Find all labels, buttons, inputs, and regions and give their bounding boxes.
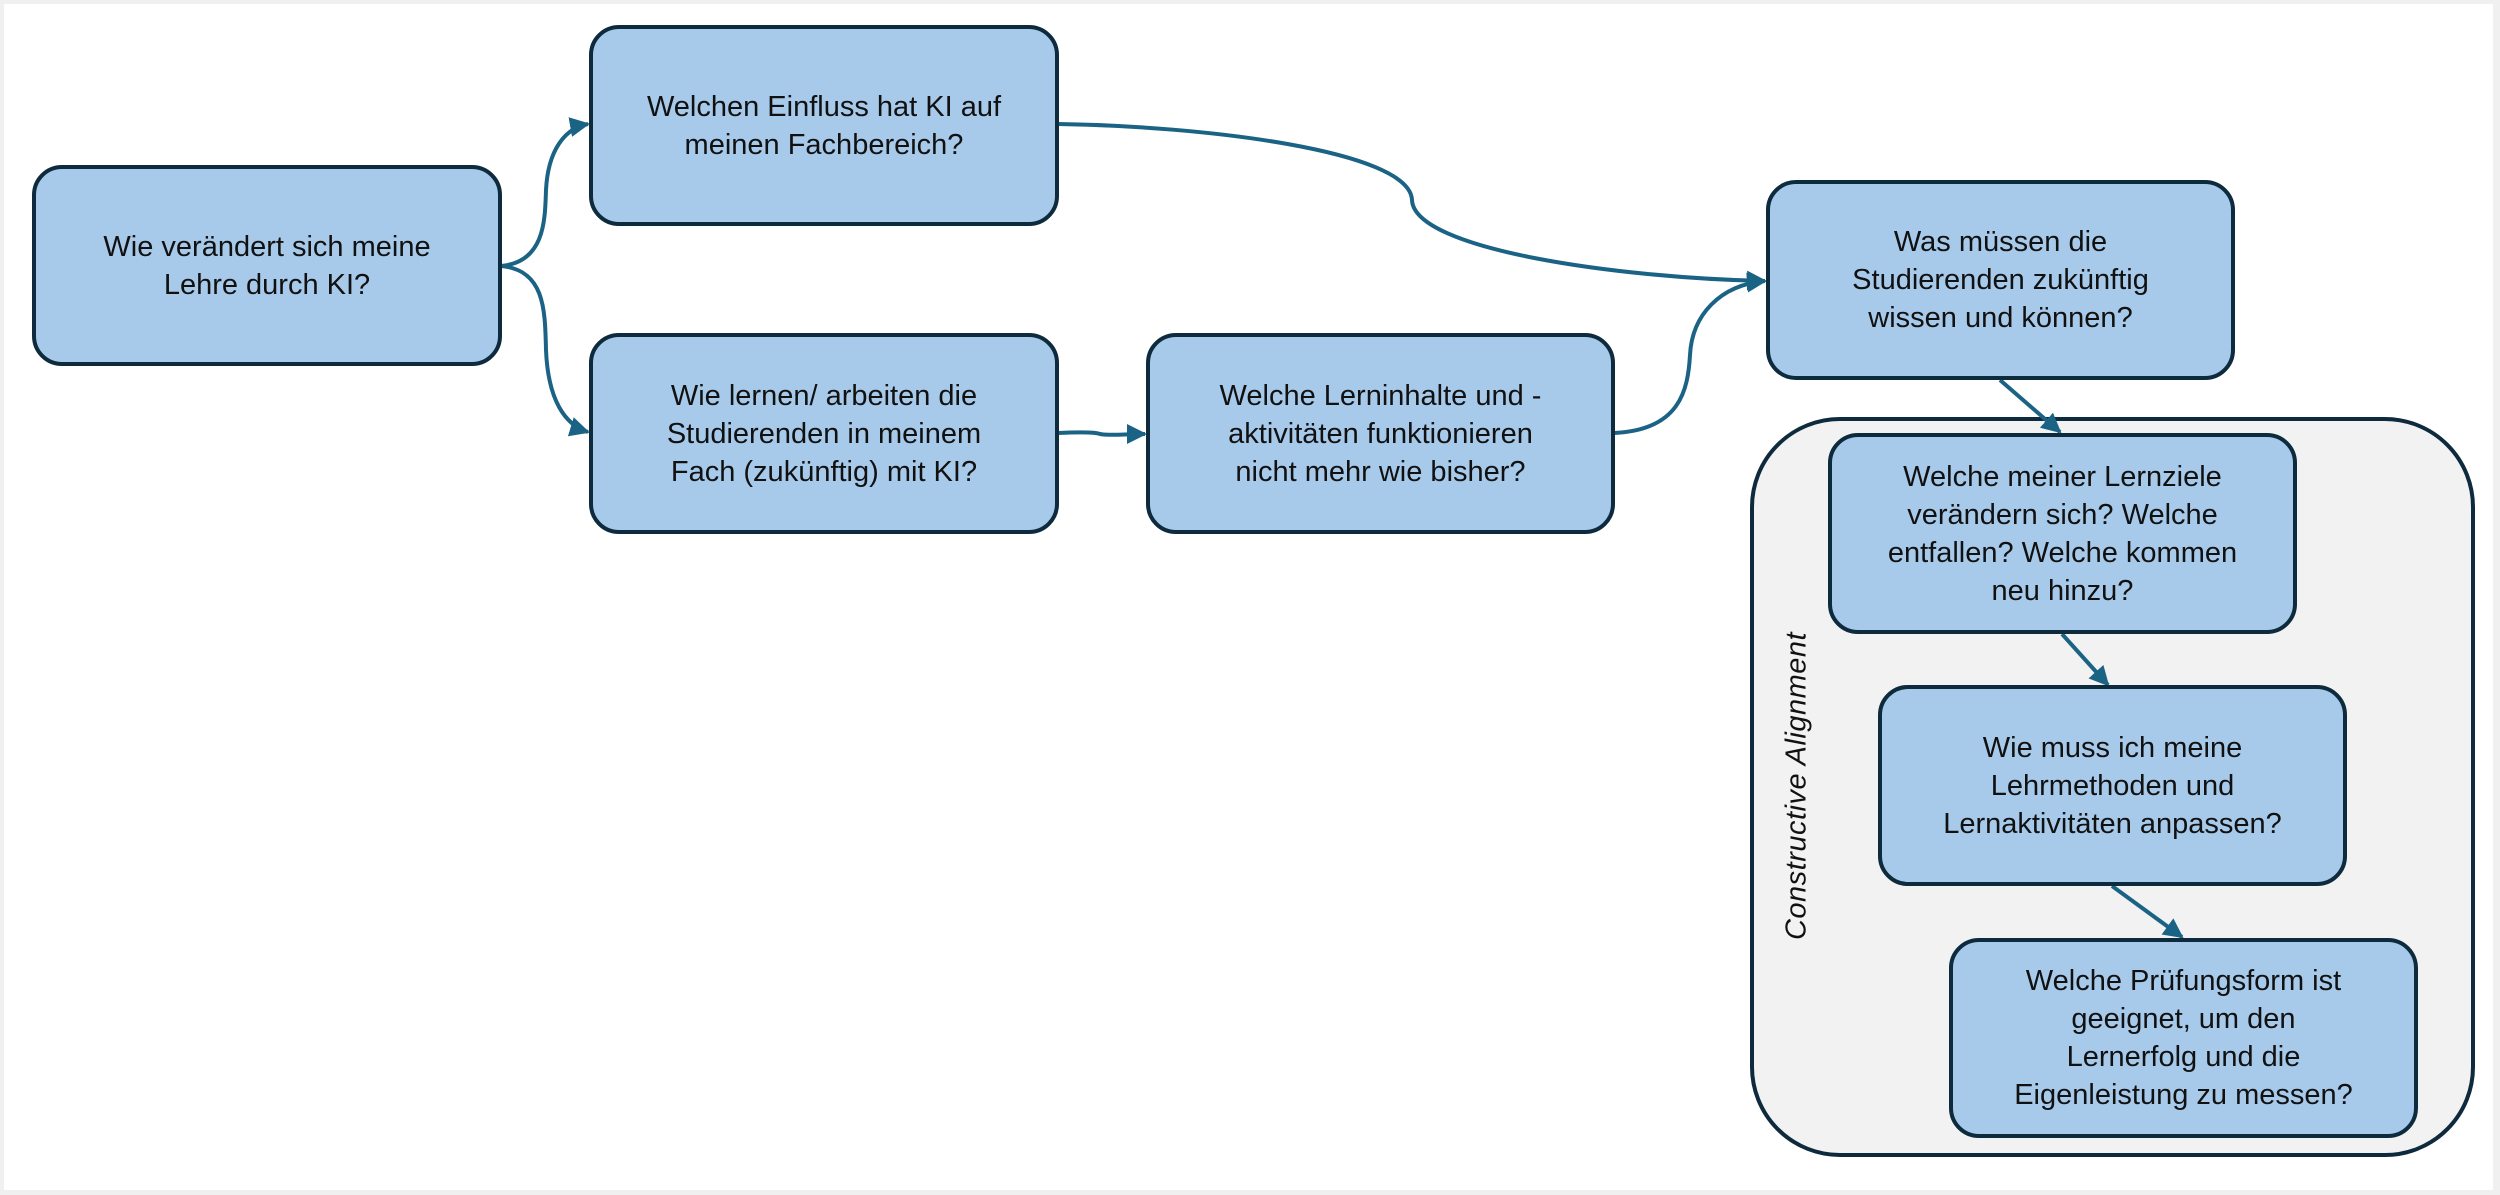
node-text: Wie verändert sich meine Lehre durch KI? [103, 230, 431, 301]
node-einfluss-fachbereich[interactable]: Welchen Einfluss hat KI auf meinen Fachb… [589, 25, 1059, 226]
node-lernziele[interactable]: Welche meiner Lernziele verändern sich? … [1828, 433, 2297, 634]
node-studierende-lernen[interactable]: Wie lernen/ arbeiten die Studierenden in… [589, 333, 1059, 534]
node-text: Welche Prüfungsform ist geeignet, um den… [2014, 965, 2353, 1111]
node-text: Wie muss ich meine Lehrmethoden und Lern… [1943, 731, 2282, 840]
node-text: Welche meiner Lernziele verändern sich? … [1887, 460, 2238, 607]
node-text: Welche Lerninhalte und - aktivitäten fun… [1219, 379, 1542, 488]
node-text: Wie lernen/ arbeiten die Studierenden in… [666, 379, 982, 488]
node-text: Was müssen die Studierenden zukünftig wi… [1852, 226, 2149, 334]
node-lehre-durch-ki[interactable]: Wie verändert sich meine Lehre durch KI? [32, 165, 502, 366]
node-lerninhalte[interactable]: Welche Lerninhalte und - aktivitäten fun… [1146, 333, 1615, 534]
node-text: Welchen Einfluss hat KI auf meinen Fachb… [646, 90, 1002, 161]
group-label: Constructive Alignment [1780, 631, 1813, 941]
node-lehrmethoden[interactable]: Wie muss ich meine Lehrmethoden und Lern… [1878, 685, 2347, 886]
node-pruefungsform[interactable]: Welche Prüfungsform ist geeignet, um den… [1949, 938, 2418, 1138]
node-wissen-koennen[interactable]: Was müssen die Studierenden zukünftig wi… [1766, 180, 2235, 380]
